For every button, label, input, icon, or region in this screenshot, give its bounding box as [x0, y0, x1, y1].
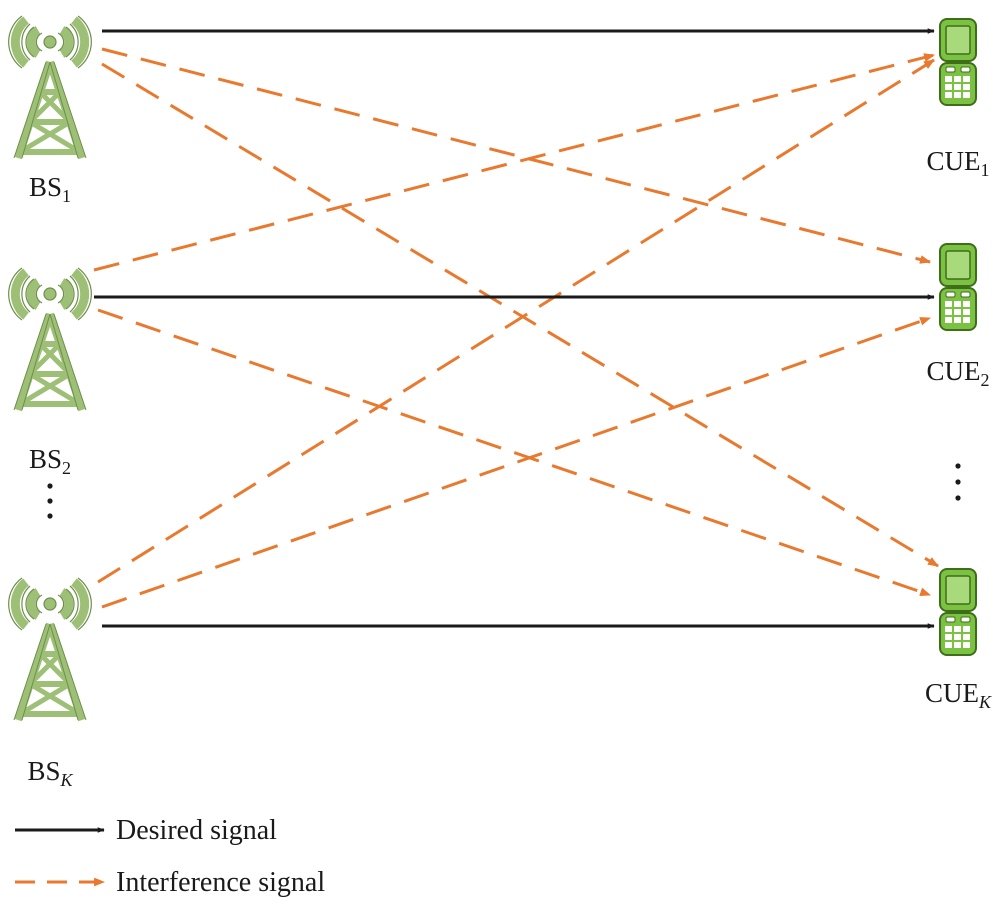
links-layer — [93, 28, 939, 629]
phone-icon — [939, 18, 977, 106]
base-station-bs2: BS2 — [9, 268, 92, 478]
cue-ellipsis — [955, 463, 961, 501]
base-station-bsk: BSK — [9, 578, 92, 790]
legend-desired-label: Desired signal — [116, 815, 277, 846]
interference-link-bs1-cuek — [101, 62, 939, 568]
legend-interference-label: Interference signal — [116, 867, 325, 898]
phone-icon — [939, 243, 977, 331]
base-station-label: BS1 — [29, 172, 71, 206]
interference-link-bs2-cuek — [97, 308, 932, 597]
bs-ellipsis — [47, 483, 53, 519]
tower-icon — [9, 578, 92, 720]
base-station-label: BSK — [27, 756, 73, 790]
tower-icon — [9, 16, 92, 158]
user-equipment-label: CUE1 — [927, 146, 990, 180]
interference-link-bs1-cue2 — [101, 47, 932, 264]
user-equipment-cuek: CUEK — [925, 568, 992, 712]
interference-link-bsk-cue1 — [97, 58, 935, 584]
user-equipment-label: CUEK — [925, 678, 992, 712]
phone-icon — [939, 568, 977, 656]
base-station-label: BS2 — [29, 444, 71, 478]
user-equipment-cue1: CUE1 — [927, 18, 990, 180]
interference-link-bs2-cue1 — [93, 53, 936, 272]
tower-icon — [9, 268, 92, 410]
base-station-bs1: BS1 — [9, 16, 92, 206]
legend: Desired signal Interference signal — [15, 815, 325, 898]
user-equipment-cue2: CUE2 — [927, 243, 990, 390]
user-equipment-label: CUE2 — [927, 356, 990, 390]
interference-link-bsk-cue2 — [101, 316, 932, 609]
